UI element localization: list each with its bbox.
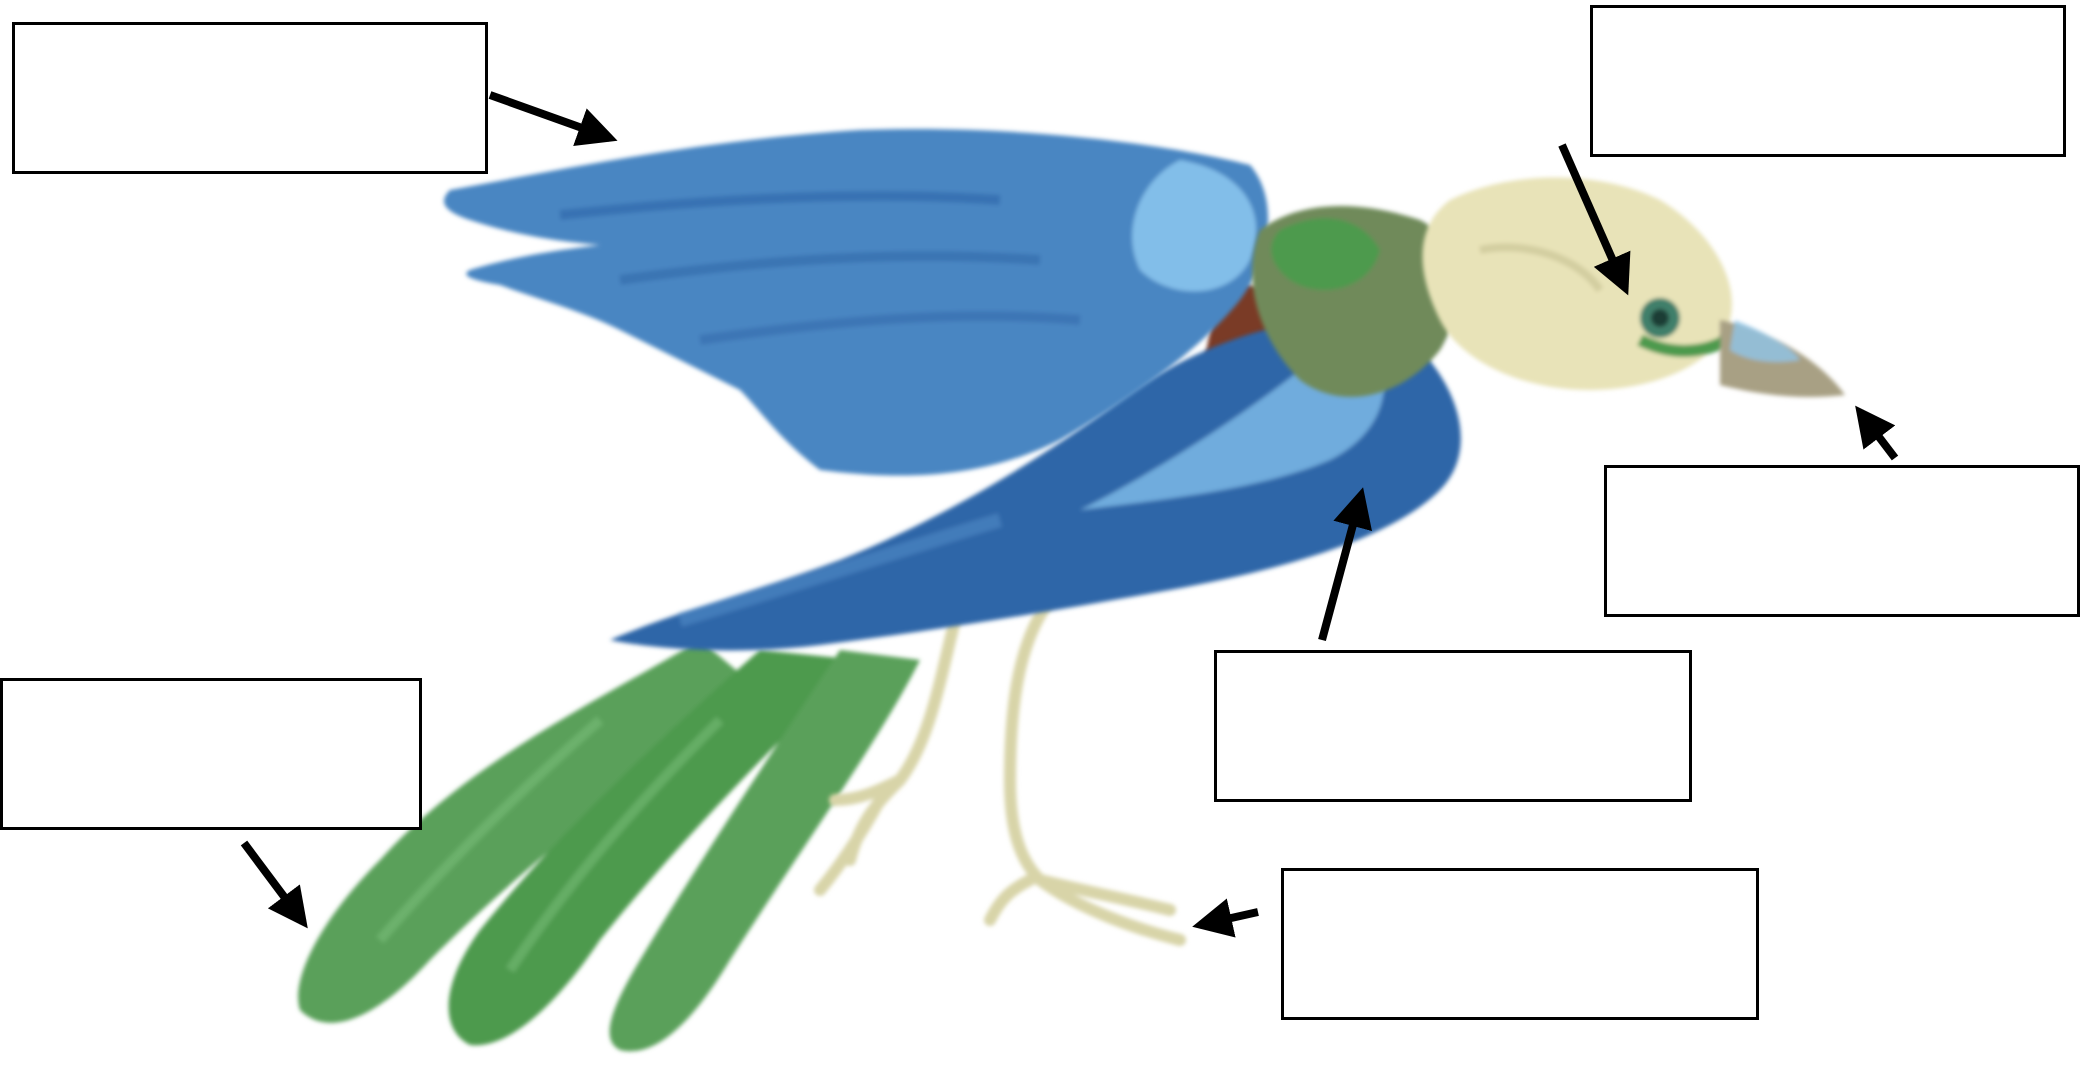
bird-head bbox=[1423, 178, 1741, 391]
arrow-beak bbox=[1860, 412, 1895, 458]
arrow-feet bbox=[1200, 912, 1258, 925]
label-box-beak[interactable] bbox=[1604, 465, 2080, 617]
label-box-tail[interactable] bbox=[0, 678, 422, 830]
bird-legs bbox=[820, 600, 1180, 940]
label-box-wing[interactable] bbox=[12, 22, 488, 174]
bird-beak bbox=[1720, 320, 1845, 397]
label-box-breast[interactable] bbox=[1214, 650, 1692, 802]
arrow-tail bbox=[244, 843, 303, 922]
label-box-eye[interactable] bbox=[1590, 5, 2066, 157]
arrow-wing bbox=[490, 95, 610, 138]
label-box-feet[interactable] bbox=[1281, 868, 1759, 1020]
